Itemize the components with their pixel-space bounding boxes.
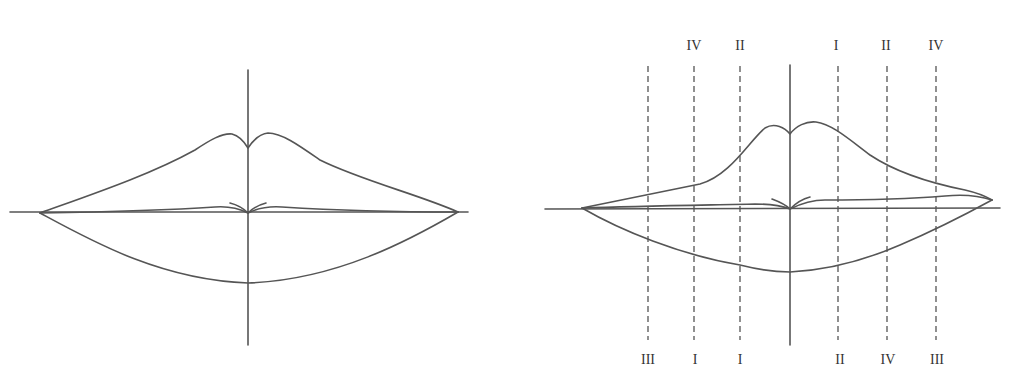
lower-lip-outline	[582, 200, 992, 272]
lower-lip-outline	[40, 212, 458, 283]
upper-lip-outline	[40, 133, 458, 213]
callout-number: I	[691, 352, 700, 368]
callout-number: II	[733, 38, 746, 54]
dashed-line	[935, 66, 936, 340]
callout-number: I	[832, 38, 841, 54]
callout-number: III	[928, 352, 946, 368]
callout-number: I	[736, 352, 745, 368]
dashed-line	[739, 66, 740, 340]
dashed-line	[647, 66, 648, 340]
vertical-axis	[247, 70, 249, 345]
dashed-line	[886, 66, 887, 340]
reference-lines	[648, 66, 936, 340]
callout-number: II	[833, 352, 846, 368]
callout-number: IV	[685, 38, 704, 54]
dashed-line	[693, 66, 694, 340]
dashed-line	[837, 66, 838, 340]
lip-tubercle	[772, 197, 810, 209]
vertical-axis	[789, 65, 791, 345]
callout-number: III	[639, 352, 657, 368]
mouth-slit	[582, 195, 992, 209]
upper-lip-outline	[582, 122, 992, 208]
callout-number: IV	[927, 38, 946, 54]
callout-number: IV	[879, 352, 898, 368]
callout-number: II	[879, 38, 892, 54]
horizontal-axis	[545, 208, 1000, 209]
lip-tubercle	[230, 203, 266, 213]
